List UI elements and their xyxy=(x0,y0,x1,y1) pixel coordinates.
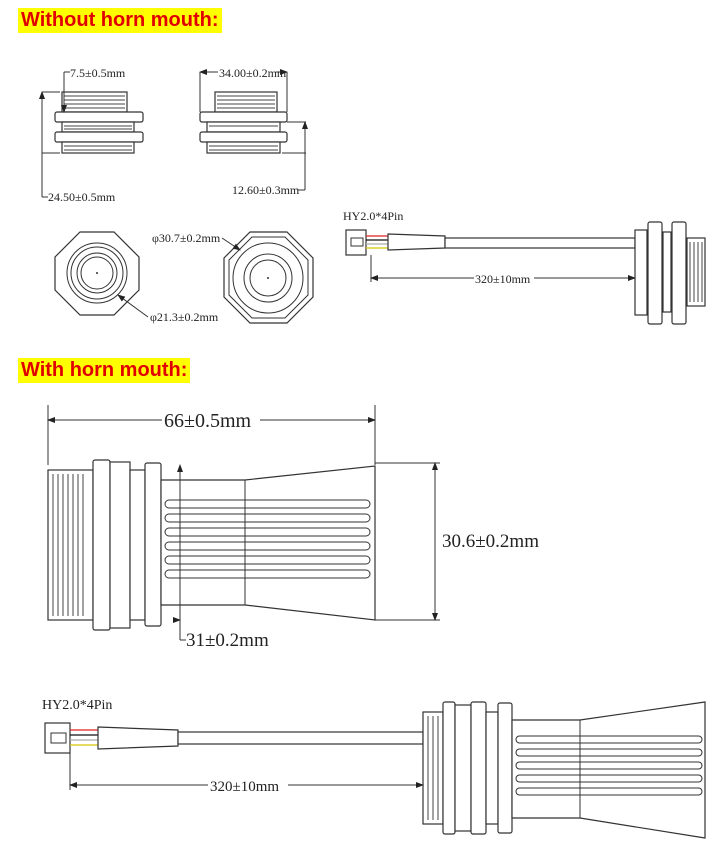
body-diameter-label: 31±0.2mm xyxy=(186,630,269,651)
front-view-inner: φ21.3±0.2mm xyxy=(54,231,219,324)
connector-label: HY2.0*4Pin xyxy=(343,209,403,223)
side-view-sensor: 7.5±0.5mm 24.50±0.5mm xyxy=(39,66,144,204)
flange-height-label: 12.60±0.3mm xyxy=(232,183,300,197)
front-view-outer: φ30.7±0.2mm xyxy=(152,231,314,324)
horn-diameter-label: 30.6±0.2mm xyxy=(442,531,539,552)
thread-length-label: 7.5±0.5mm xyxy=(70,66,126,80)
cable-length-label: 320±10mm xyxy=(475,272,531,286)
side-view-sensor-2: 34.00±0.2mm 12.60±0.3mm xyxy=(199,66,308,197)
outer-diameter-label: φ30.7±0.2mm xyxy=(152,231,221,245)
section-title-without-horn: Without horn mouth: xyxy=(18,8,222,33)
connector-label-horn: HY2.0*4Pin xyxy=(42,698,112,713)
cable-assembly-bottom: HY2.0*4Pin 320±10mm xyxy=(42,698,706,839)
cable-assembly-top: HY2.0*4Pin 320±10mm xyxy=(343,209,706,325)
inner-diameter-label: φ21.3±0.2mm xyxy=(150,310,219,324)
flange-width-label: 34.00±0.2mm xyxy=(219,66,287,80)
section-title-with-horn: With horn mouth: xyxy=(18,358,191,383)
horn-side-view: 66±0.5mm 30.6±0.2mm 31±0.2mm xyxy=(47,405,539,651)
cable-length-label-horn: 320±10mm xyxy=(210,779,279,795)
total-length-label: 66±0.5mm xyxy=(164,410,252,432)
total-height-label: 24.50±0.5mm xyxy=(48,190,116,204)
